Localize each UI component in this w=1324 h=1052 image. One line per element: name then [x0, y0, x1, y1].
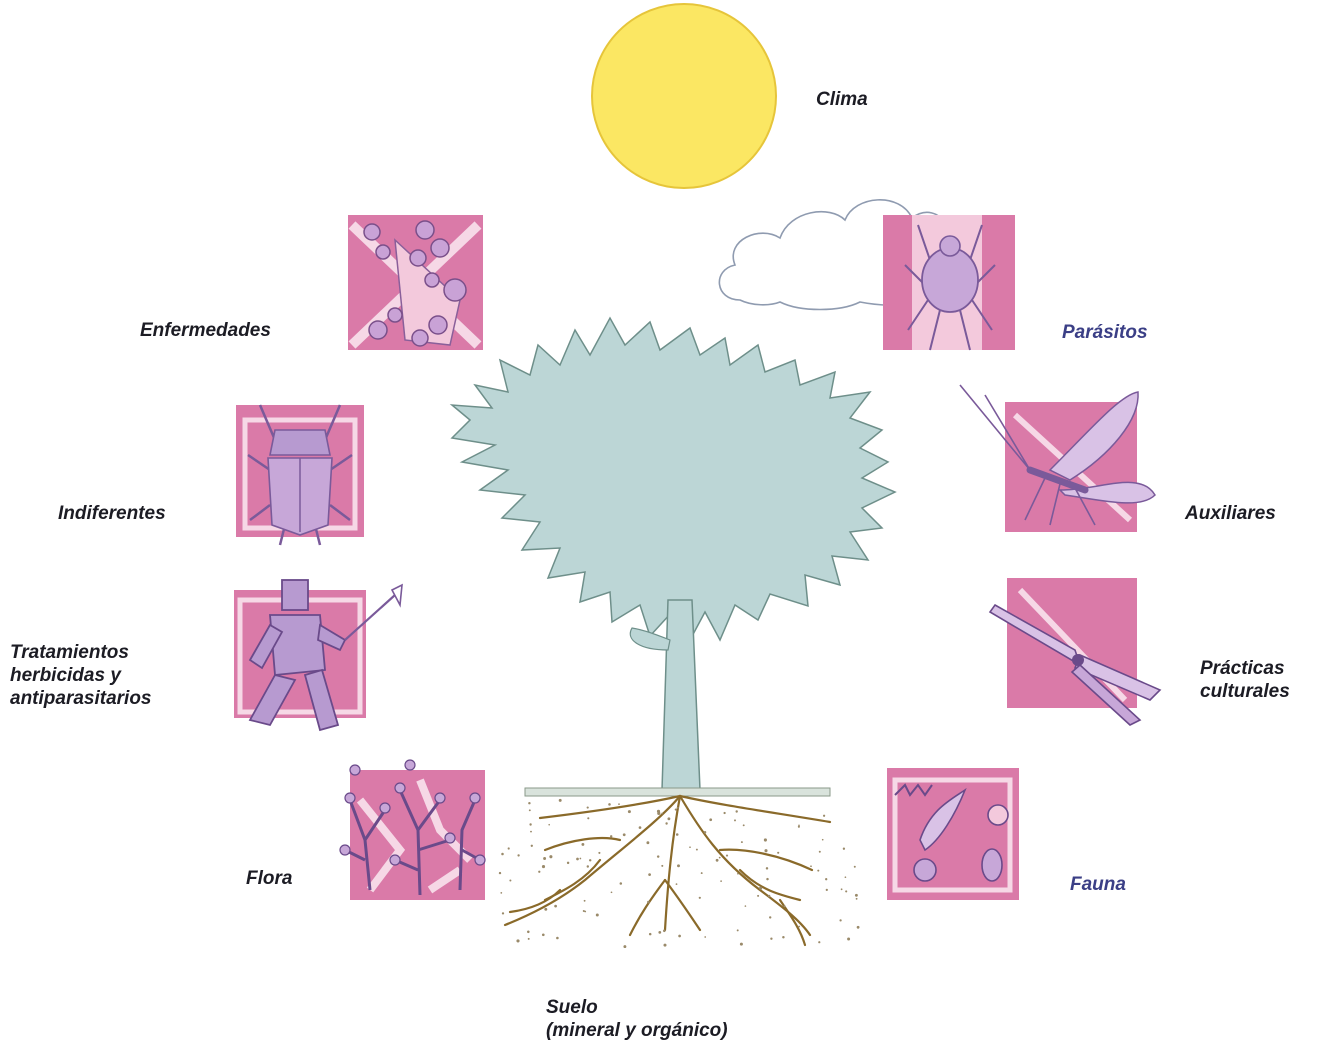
label-fauna: Fauna: [1070, 873, 1126, 896]
mite-icon: [883, 215, 1015, 350]
label-indiferentes: Indiferentes: [58, 502, 166, 525]
spores-icon: [348, 215, 483, 350]
label-enfermedades: Enfermedades: [140, 319, 271, 342]
sprayer-person-icon: [234, 580, 402, 730]
label-tratamientos: Tratamientos herbicidas y antiparasitari…: [10, 641, 152, 710]
label-clima: Clima: [816, 88, 868, 111]
sun-icon: [592, 4, 776, 188]
lacewing-icon: [960, 385, 1155, 532]
label-flora: Flora: [246, 867, 292, 890]
label-auxiliares: Auxiliares: [1185, 502, 1276, 525]
pruning-shears-icon: [990, 578, 1160, 725]
weeds-icon: [340, 760, 485, 900]
roots-icon: [505, 796, 830, 945]
label-suelo: Suelo (mineral y orgánico): [546, 996, 728, 1042]
soil-fauna-icon: [887, 768, 1019, 900]
soil-dots: [499, 799, 860, 948]
tree-icon: [452, 318, 895, 796]
label-practicas-culturales: Prácticas culturales: [1200, 657, 1290, 703]
label-parasitos: Parásitos: [1062, 321, 1148, 344]
beetle-icon: [236, 405, 364, 545]
